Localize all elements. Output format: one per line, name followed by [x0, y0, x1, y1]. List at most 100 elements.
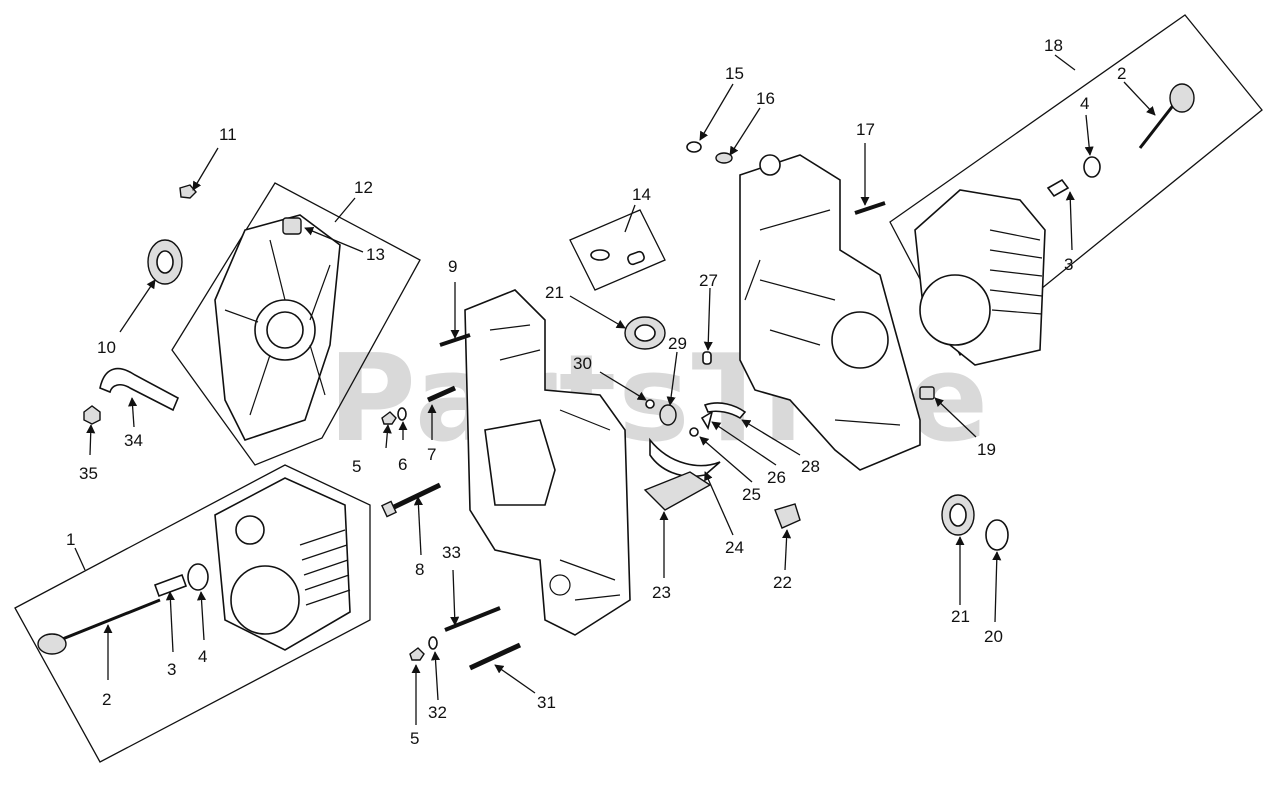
callout-3-left: 3 [167, 660, 176, 679]
right-cylinder-assembly [889, 14, 1263, 366]
cover-23 [643, 471, 712, 511]
left-cylinder-fins [299, 529, 351, 606]
valve-right [1138, 83, 1195, 149]
washer-6 [397, 407, 407, 421]
middle-small-parts [569, 209, 801, 529]
right-cylinder-bore [919, 274, 991, 346]
callout-2-left: 2 [102, 690, 111, 709]
callout-11: 11 [219, 125, 237, 144]
fill-plug [282, 217, 302, 235]
right-bearings [941, 494, 1009, 551]
callout-27: 27 [699, 271, 718, 290]
nut-5-lower [409, 647, 425, 661]
callout-6: 6 [398, 455, 407, 474]
callout-3-right: 3 [1064, 255, 1073, 274]
callout-32: 32 [428, 703, 447, 722]
leader-lines [74, 54, 1156, 725]
washer-32 [428, 636, 438, 650]
callout-7: 7 [427, 445, 436, 464]
callout-33: 33 [442, 543, 461, 562]
callout-16: 16 [756, 89, 775, 108]
callout-30: 30 [573, 354, 592, 373]
callout-1: 1 [66, 530, 75, 549]
callout-5-lower: 5 [410, 729, 419, 748]
crankcase-right-port [759, 154, 781, 176]
left-cover-assembly [83, 182, 421, 466]
callout-21-center: 21 [545, 283, 564, 302]
callout-5-upper: 5 [352, 457, 361, 476]
crankcase-cylinder-opening [484, 419, 556, 506]
stud-33 [444, 606, 501, 632]
valve-guide-left [153, 573, 188, 598]
gasket-24 [649, 437, 721, 478]
bolt-9 [439, 333, 471, 347]
callout-19: 19 [977, 440, 996, 459]
callout-14: 14 [632, 185, 651, 204]
callout-25: 25 [742, 485, 761, 504]
callout-labels: 1 2 3 4 5 6 7 8 9 10 11 12 13 14 15 16 1… [66, 36, 1126, 748]
dipstick-tube [99, 367, 180, 412]
callout-21-right: 21 [951, 607, 970, 626]
nut-5-upper [381, 411, 397, 425]
valve-guide-right [1046, 178, 1070, 198]
ring-15 [686, 141, 702, 153]
pin-27 [702, 351, 712, 365]
breather-fitting [179, 184, 197, 199]
callout-17: 17 [856, 120, 875, 139]
valve-seal-right [1083, 156, 1101, 178]
bolt-31 [468, 642, 522, 671]
crankcase-right-bearing [831, 311, 889, 369]
bolt-8 [381, 482, 442, 518]
clip-26 [700, 410, 714, 431]
callout-23: 23 [652, 583, 671, 602]
callout-31: 31 [537, 693, 556, 712]
callout-24: 24 [725, 538, 744, 557]
gear-cover-bearing-bore [266, 311, 304, 349]
bracket-group-12 [171, 182, 421, 466]
callout-28: 28 [801, 457, 820, 476]
bracket-group-14 [569, 209, 666, 291]
ring-16 [715, 152, 733, 164]
callout-4-left: 4 [198, 647, 207, 666]
valve-seal-left [187, 563, 209, 591]
crankcase-ribs [489, 324, 621, 601]
callout-10: 10 [97, 338, 116, 357]
callout-4-right: 4 [1080, 94, 1089, 113]
callout-9: 9 [448, 257, 457, 276]
right-cylinder-fins [989, 229, 1043, 315]
valve-left [37, 598, 161, 655]
pin-14b [627, 250, 645, 266]
seal-29 [659, 404, 677, 426]
callout-20: 20 [984, 627, 1003, 646]
callout-34: 34 [124, 431, 143, 450]
callout-15: 15 [725, 64, 744, 83]
tube-28 [703, 402, 747, 420]
callout-8: 8 [415, 560, 424, 579]
callout-26: 26 [767, 468, 786, 487]
bracket-group-1 [14, 464, 371, 763]
callout-35: 35 [79, 464, 98, 483]
bolt-17 [854, 201, 886, 215]
stud-7 [426, 385, 457, 403]
left-cylinder-assembly [14, 464, 371, 763]
cap-22 [774, 503, 801, 529]
callout-29: 29 [668, 334, 687, 353]
seal-20 [985, 519, 1009, 551]
plug-30 [645, 399, 655, 409]
callout-2-right: 2 [1117, 64, 1126, 83]
gear-cover-ribs [224, 239, 331, 416]
fitting-19 [919, 386, 935, 400]
callout-22: 22 [773, 573, 792, 592]
callout-12: 12 [354, 178, 373, 197]
pin-14a [590, 249, 610, 261]
dipstick-nut [83, 405, 101, 425]
crankcase-right-housing [739, 154, 921, 471]
crankcase-center [381, 289, 631, 671]
crankcase-right [686, 141, 935, 471]
left-cylinder-bore [230, 565, 300, 635]
callout-13: 13 [366, 245, 385, 264]
callout-18: 18 [1044, 36, 1063, 55]
ring-25 [689, 427, 699, 437]
left-cylinder-bolt-hole [235, 515, 265, 545]
